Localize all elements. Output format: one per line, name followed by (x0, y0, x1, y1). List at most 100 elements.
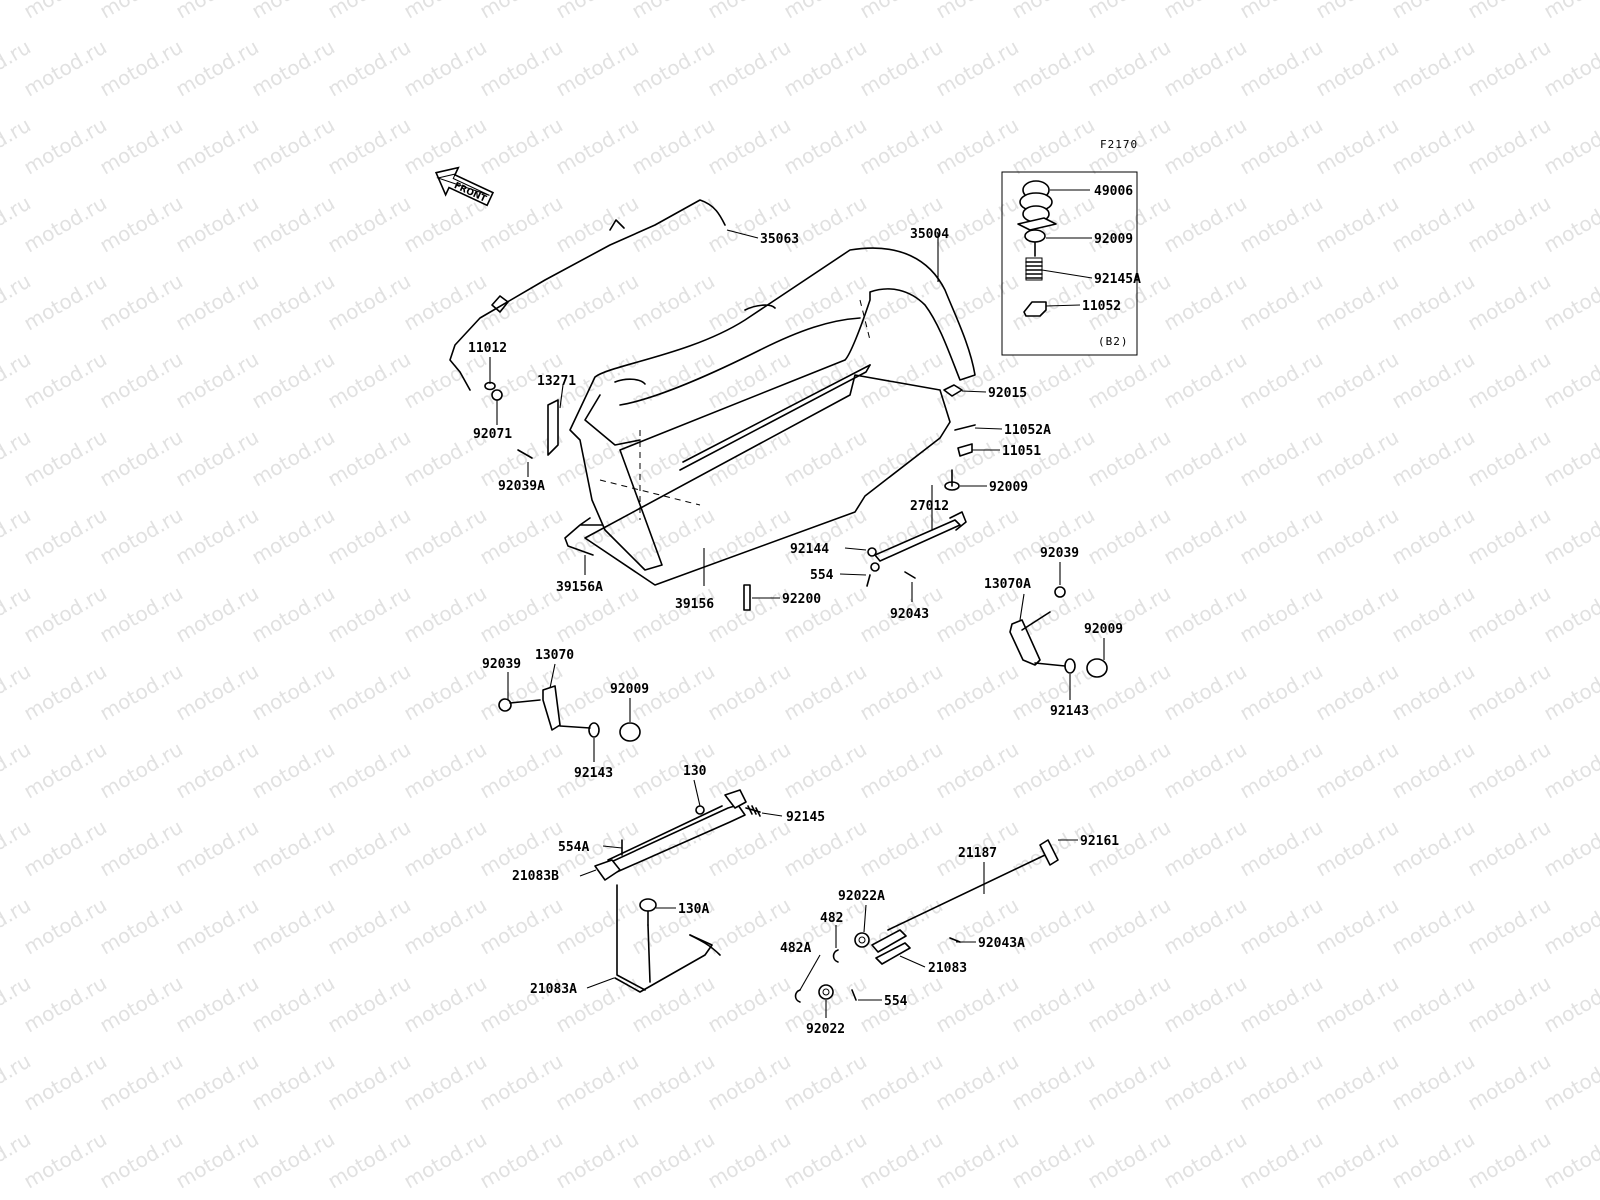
strip-11052A (954, 424, 976, 431)
watermark-text: motod.ru (551, 113, 642, 180)
watermark-text: motod.ru (779, 425, 870, 492)
watermark-text: motod.ru (1083, 737, 1174, 804)
bolt-icon (1024, 229, 1046, 257)
label-92009: 92009 (1094, 232, 1133, 247)
watermark-text: motod.ru (1311, 425, 1402, 492)
watermark-text: motod.ru (1387, 425, 1478, 492)
watermark-text: motod.ru (1387, 1049, 1478, 1116)
label-11012: 11012 (468, 341, 507, 356)
label-554: 554 (810, 568, 834, 583)
watermark-text: motod.ru (323, 1049, 414, 1116)
watermark-text: motod.ru (475, 737, 566, 804)
watermark-text: motod.ru (931, 737, 1022, 804)
watermark-text: motod.ru (247, 503, 338, 570)
shell-35004 (569, 247, 976, 571)
watermark-text: motod.ru (1235, 737, 1326, 804)
watermark-text: motod.ru (399, 503, 490, 570)
watermark-text: motod.ru (1159, 347, 1250, 414)
watermark-text: motod.ru (247, 1049, 338, 1116)
label-92161: 92161 (1080, 834, 1119, 849)
watermark-text: motod.ru (323, 737, 414, 804)
watermark-text: motod.ru (855, 347, 946, 414)
watermark-text: motod.ru (95, 425, 186, 492)
label-130A: 130A (678, 902, 709, 917)
watermark-text: motod.ru (1159, 113, 1250, 180)
watermark-text: motod.ru (19, 425, 110, 492)
watermark-text: motod.ru (399, 269, 490, 336)
label-92022: 92022 (806, 1022, 845, 1037)
label-92144: 92144 (790, 542, 829, 557)
watermark-text: motod.ru (855, 1049, 946, 1116)
label-92009: 92009 (610, 682, 649, 697)
watermark-text: motod.ru (703, 347, 794, 414)
label-482: 482 (820, 911, 843, 926)
label-35063: 35063 (760, 232, 799, 247)
watermark-text: motod.ru (627, 425, 718, 492)
watermark-text: motod.ru (95, 503, 186, 570)
watermark-text: motod.ru (247, 971, 338, 1038)
part-labels: 35063 35004 49006 92009 92145A 11052 110… (468, 184, 1141, 1037)
bolt-icon (944, 469, 960, 491)
watermark-text: motod.ru (95, 1049, 186, 1116)
watermark-text: motod.ru (95, 893, 186, 960)
watermark-text: motod.ru (627, 503, 718, 570)
watermark-text: motod.ru (1235, 971, 1326, 1038)
watermark-text: motod.ru (1463, 893, 1554, 960)
watermark-text: motod.ru (19, 893, 110, 960)
watermark-text: motod.ru (931, 113, 1022, 180)
watermark-text: motod.ru (19, 503, 110, 570)
watermark-text: motod.ru (475, 503, 566, 570)
watermark-text: motod.ru (171, 1049, 262, 1116)
watermark-text: motod.ru (1235, 269, 1326, 336)
watermark-text: motod.ru (323, 581, 414, 648)
watermark-text: motod.ru (703, 191, 794, 258)
label-92043A: 92043A (978, 936, 1025, 951)
watermark-text: motod.ru (247, 113, 338, 180)
watermark-text: motod.ru (247, 581, 338, 648)
watermark-text: motod.ru (931, 347, 1022, 414)
watermark-text: motod.ru (551, 35, 642, 102)
watermark-text: motod.ru (171, 971, 262, 1038)
watermark-text: motod.ru (1159, 737, 1250, 804)
watermark-text: motod.ru (931, 269, 1022, 336)
watermark-text: motod.ru (1083, 971, 1174, 1038)
watermark-text: motod.ru (1463, 815, 1554, 882)
watermark-text: motod.ru (931, 191, 1022, 258)
watermark-text: motod.ru (1311, 815, 1402, 882)
watermark-text: motod.ru (855, 113, 946, 180)
seal-39156A (564, 517, 603, 556)
label-92022A: 92022A (838, 889, 885, 904)
watermark-text: motod.ru (95, 971, 186, 1038)
watermark-text: motod.ru (95, 815, 186, 882)
label-92009: 92009 (989, 480, 1028, 495)
watermark-text: motod.ru (475, 113, 566, 180)
watermark-text: motod.ru (855, 35, 946, 102)
watermark-text: motod.ru (779, 1127, 870, 1194)
watermark-text: motod.ru (95, 347, 186, 414)
label-11052A: 11052A (1004, 423, 1051, 438)
watermark-text: motod.ru (1387, 737, 1478, 804)
rod-21187 (887, 839, 1059, 931)
watermark-text: motod.ru (323, 971, 414, 1038)
watermark-text: motod.ru (627, 1127, 718, 1194)
watermark-text: motod.ru (855, 737, 946, 804)
watermark-text: motod.ru (171, 737, 262, 804)
watermark-text: motod.ru (1083, 581, 1174, 648)
inset-label: (B2) (1098, 335, 1129, 348)
watermark-text: motod.ru (1387, 1127, 1478, 1194)
label-39156A: 39156A (556, 580, 603, 595)
watermark-text: motod.ru (1235, 815, 1326, 882)
watermark-text: motod.ru (19, 269, 110, 336)
watermark-text: motod.ru (1235, 191, 1326, 258)
watermark-text: motod.ru (323, 425, 414, 492)
label-13070A: 13070A (984, 577, 1031, 592)
watermark-text: motod.ru (1159, 1127, 1250, 1194)
watermark-text: motod.ru (703, 971, 794, 1038)
bracket-13070A (1009, 586, 1108, 678)
watermark-text: motod.ru (1159, 35, 1250, 102)
watermark-text: motod.ru (931, 659, 1022, 726)
watermark-text: motod.ru (247, 815, 338, 882)
watermark-text: motod.ru (475, 1049, 566, 1116)
watermark-text: motod.ru (703, 659, 794, 726)
